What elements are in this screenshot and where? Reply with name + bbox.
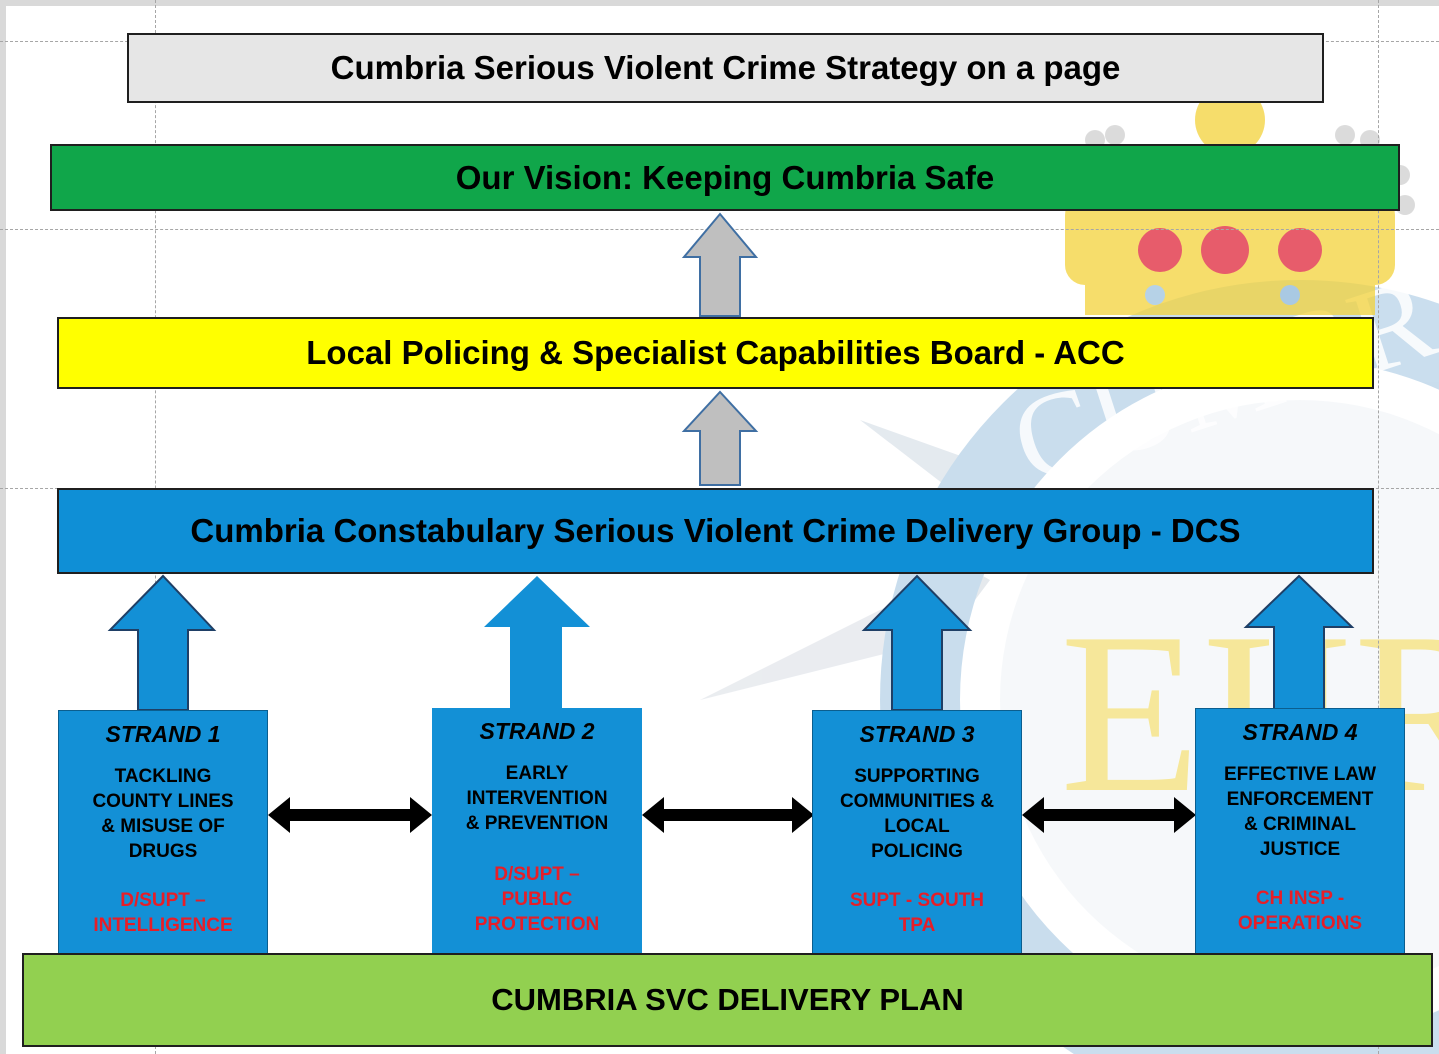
strand-lead: SUPT - SOUTH TPA — [849, 890, 985, 936]
delivery-group-box: Cumbria Constabulary Serious Violent Cri… — [57, 488, 1374, 574]
strand-title: STRAND 4 — [1242, 719, 1358, 745]
strand-title: STRAND 1 — [105, 721, 221, 747]
strand-lead: CH INSP - OPERATIONS — [1237, 888, 1363, 934]
strand-1-box: STRAND 1 TACKLING COUNTY LINES & MISUSE … — [58, 710, 268, 954]
strategy-title: Cumbria Serious Violent Crime Strategy o… — [127, 33, 1324, 103]
strand-description: SUPPORTING COMMUNITIES & LOCAL POLICING — [839, 766, 995, 862]
up-arrow-vision — [681, 212, 759, 317]
up-arrow-board — [681, 390, 759, 486]
slide-frame-left — [0, 0, 6, 1054]
up-arrow-strand-4 — [1243, 574, 1355, 711]
up-arrow-strand-2 — [484, 576, 590, 710]
vision-box: Our Vision: Keeping Cumbria Safe — [50, 144, 1400, 211]
delivery-plan-box: CUMBRIA SVC DELIVERY PLAN — [22, 953, 1433, 1047]
double-arrow-2-3 — [642, 797, 814, 833]
strand-description: TACKLING COUNTY LINES & MISUSE OF DRUGS — [92, 766, 234, 862]
strand-title: STRAND 2 — [479, 718, 595, 744]
board-box: Local Policing & Specialist Capabilities… — [57, 317, 1374, 389]
strand-lead: D/SUPT – INTELLIGENCE — [93, 890, 233, 936]
strand-3-box: STRAND 3 SUPPORTING COMMUNITIES & LOCAL … — [812, 710, 1022, 954]
strand-description: EARLY INTERVENTION & PREVENTION — [465, 763, 609, 834]
strand-2-box: STRAND 2 EARLY INTERVENTION & PREVENTION… — [432, 708, 642, 954]
strand-title: STRAND 3 — [859, 721, 975, 747]
guide-line — [1378, 0, 1379, 1054]
strand-lead: D/SUPT – PUBLIC PROTECTION — [474, 864, 600, 935]
up-arrow-strand-3 — [861, 574, 973, 711]
strand-description: EFFECTIVE LAW ENFORCEMENT & CRIMINAL JUS… — [1224, 764, 1376, 860]
strand-4-box: STRAND 4 EFFECTIVE LAW ENFORCEMENT & CRI… — [1195, 708, 1405, 954]
up-arrow-strand-1 — [107, 574, 217, 711]
double-arrow-3-4 — [1022, 797, 1196, 833]
slide-frame-top — [0, 0, 1439, 6]
double-arrow-1-2 — [268, 797, 432, 833]
